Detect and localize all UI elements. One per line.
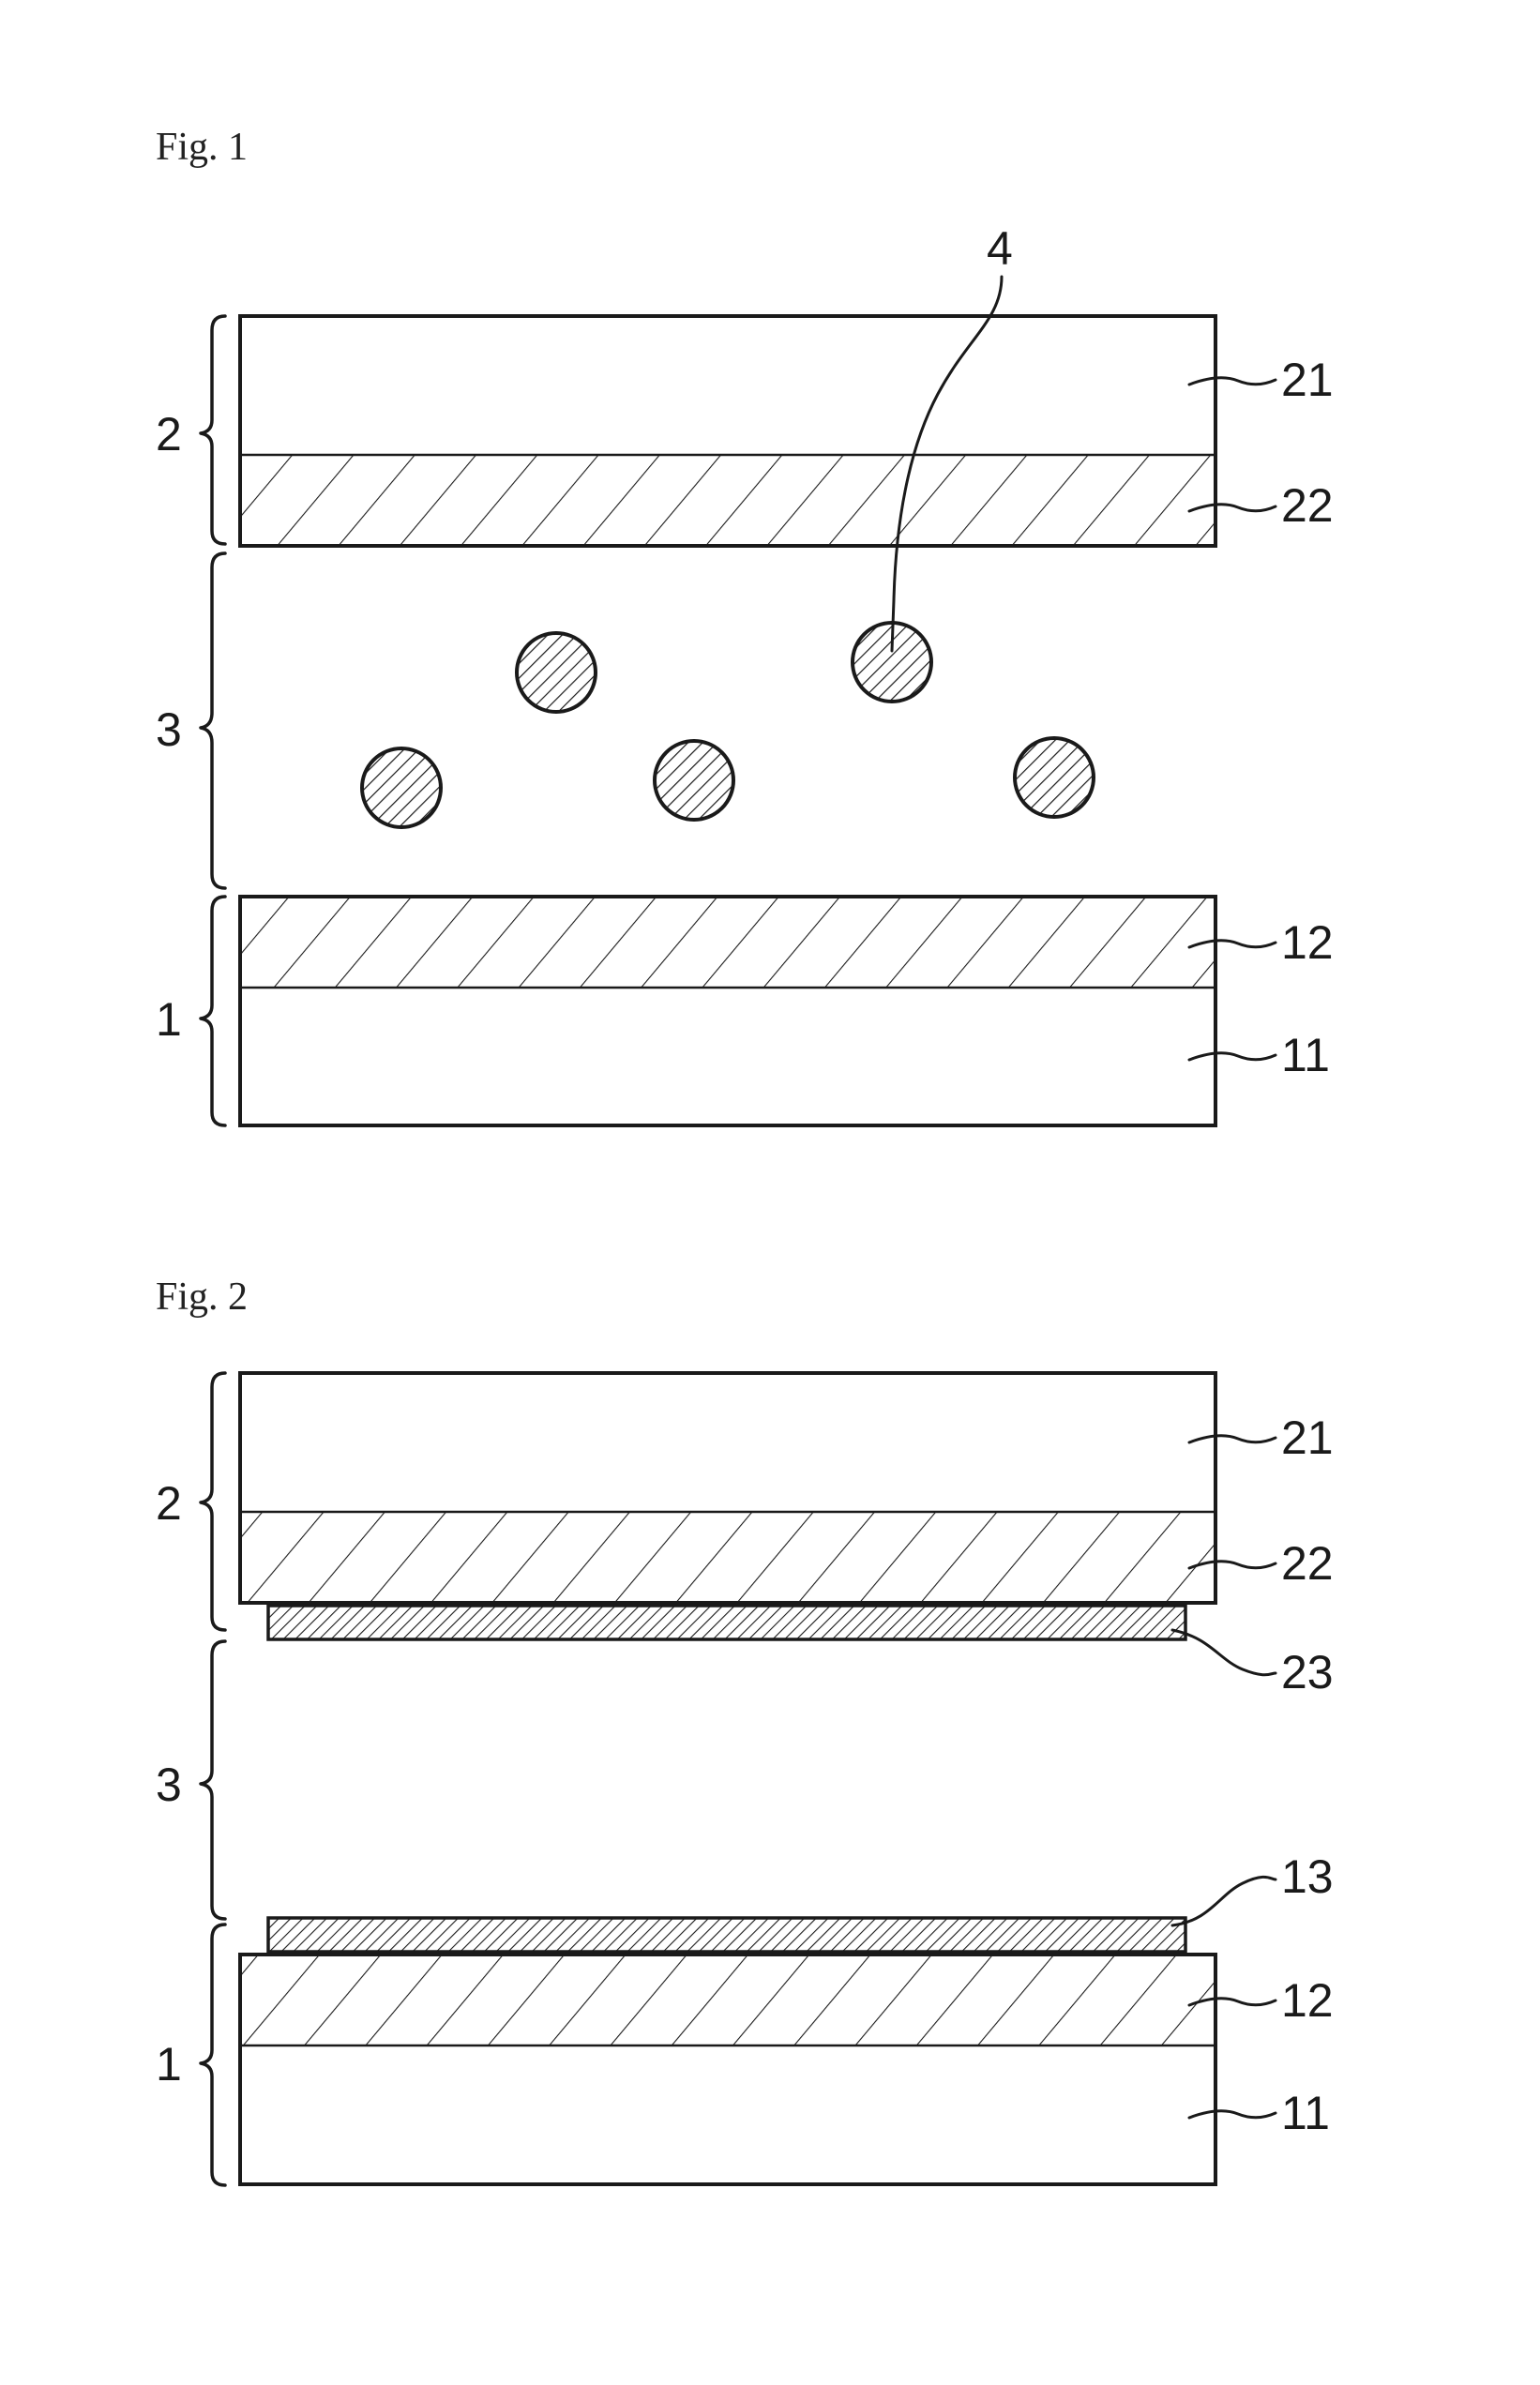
fig1-brace-1 (201, 897, 225, 1125)
fig1-layer-22 (240, 455, 1215, 546)
fig2-group-label-3: 3 (156, 1759, 182, 1811)
fig2-layer-11 (240, 2045, 1215, 2184)
fig2-film-23 (268, 1606, 1185, 1639)
fig2-label-23: 23 (1281, 1646, 1334, 1698)
fig1-layer-12 (240, 897, 1215, 988)
fig1-label-21: 21 (1281, 354, 1334, 406)
particle-circle (1015, 738, 1094, 817)
fig1-label-11: 11 (1281, 1029, 1330, 1081)
fig2-layer-12 (240, 1955, 1215, 2045)
fig2-lower-substrate (240, 1918, 1215, 2184)
particle-circle (517, 633, 596, 712)
figure-1-title: Fig. 1 (156, 126, 248, 169)
fig1-particles (362, 623, 1094, 827)
fig2-leader-23 (1172, 1630, 1276, 1675)
fig1-layer-21 (240, 316, 1215, 455)
fig2-layer-22 (240, 1512, 1215, 1603)
fig2-brace-1 (201, 1925, 225, 2185)
fig1-label-4: 4 (987, 222, 1013, 275)
figure-1: Fig. 1 4 21 22 (156, 126, 1334, 1125)
fig1-upper-substrate (240, 316, 1215, 546)
fig2-label-12: 12 (1281, 1974, 1334, 2027)
figure-2-title: Fig. 2 (156, 1276, 248, 1319)
fig2-label-13: 13 (1281, 1850, 1334, 1903)
fig2-layer-21 (240, 1373, 1215, 1512)
fig1-brace-3 (201, 553, 225, 888)
fig1-group-label-1: 1 (156, 993, 182, 1046)
fig2-group-label-1: 1 (156, 2038, 182, 2091)
fig1-group-label-3: 3 (156, 703, 182, 756)
fig2-label-11: 11 (1281, 2087, 1330, 2139)
particle-circle (655, 741, 733, 820)
fig1-label-12: 12 (1281, 916, 1334, 969)
fig2-label-21: 21 (1281, 1411, 1334, 1464)
fig1-brace-2 (201, 316, 225, 544)
fig1-layer-11 (240, 988, 1215, 1125)
fig2-leader-13 (1172, 1877, 1276, 1925)
fig2-film-13 (268, 1918, 1185, 1952)
fig2-upper-substrate (240, 1373, 1215, 1639)
fig2-brace-2 (201, 1373, 225, 1630)
fig2-brace-3 (201, 1641, 225, 1919)
fig2-group-label-2: 2 (156, 1477, 182, 1530)
figure-2: Fig. 2 21 22 23 13 12 11 (156, 1276, 1334, 2185)
fig1-group-label-2: 2 (156, 408, 182, 460)
fig1-label-22: 22 (1281, 479, 1334, 532)
fig1-lower-substrate (240, 897, 1215, 1125)
fig2-label-22: 22 (1281, 1537, 1334, 1590)
particle-circle (362, 748, 441, 827)
